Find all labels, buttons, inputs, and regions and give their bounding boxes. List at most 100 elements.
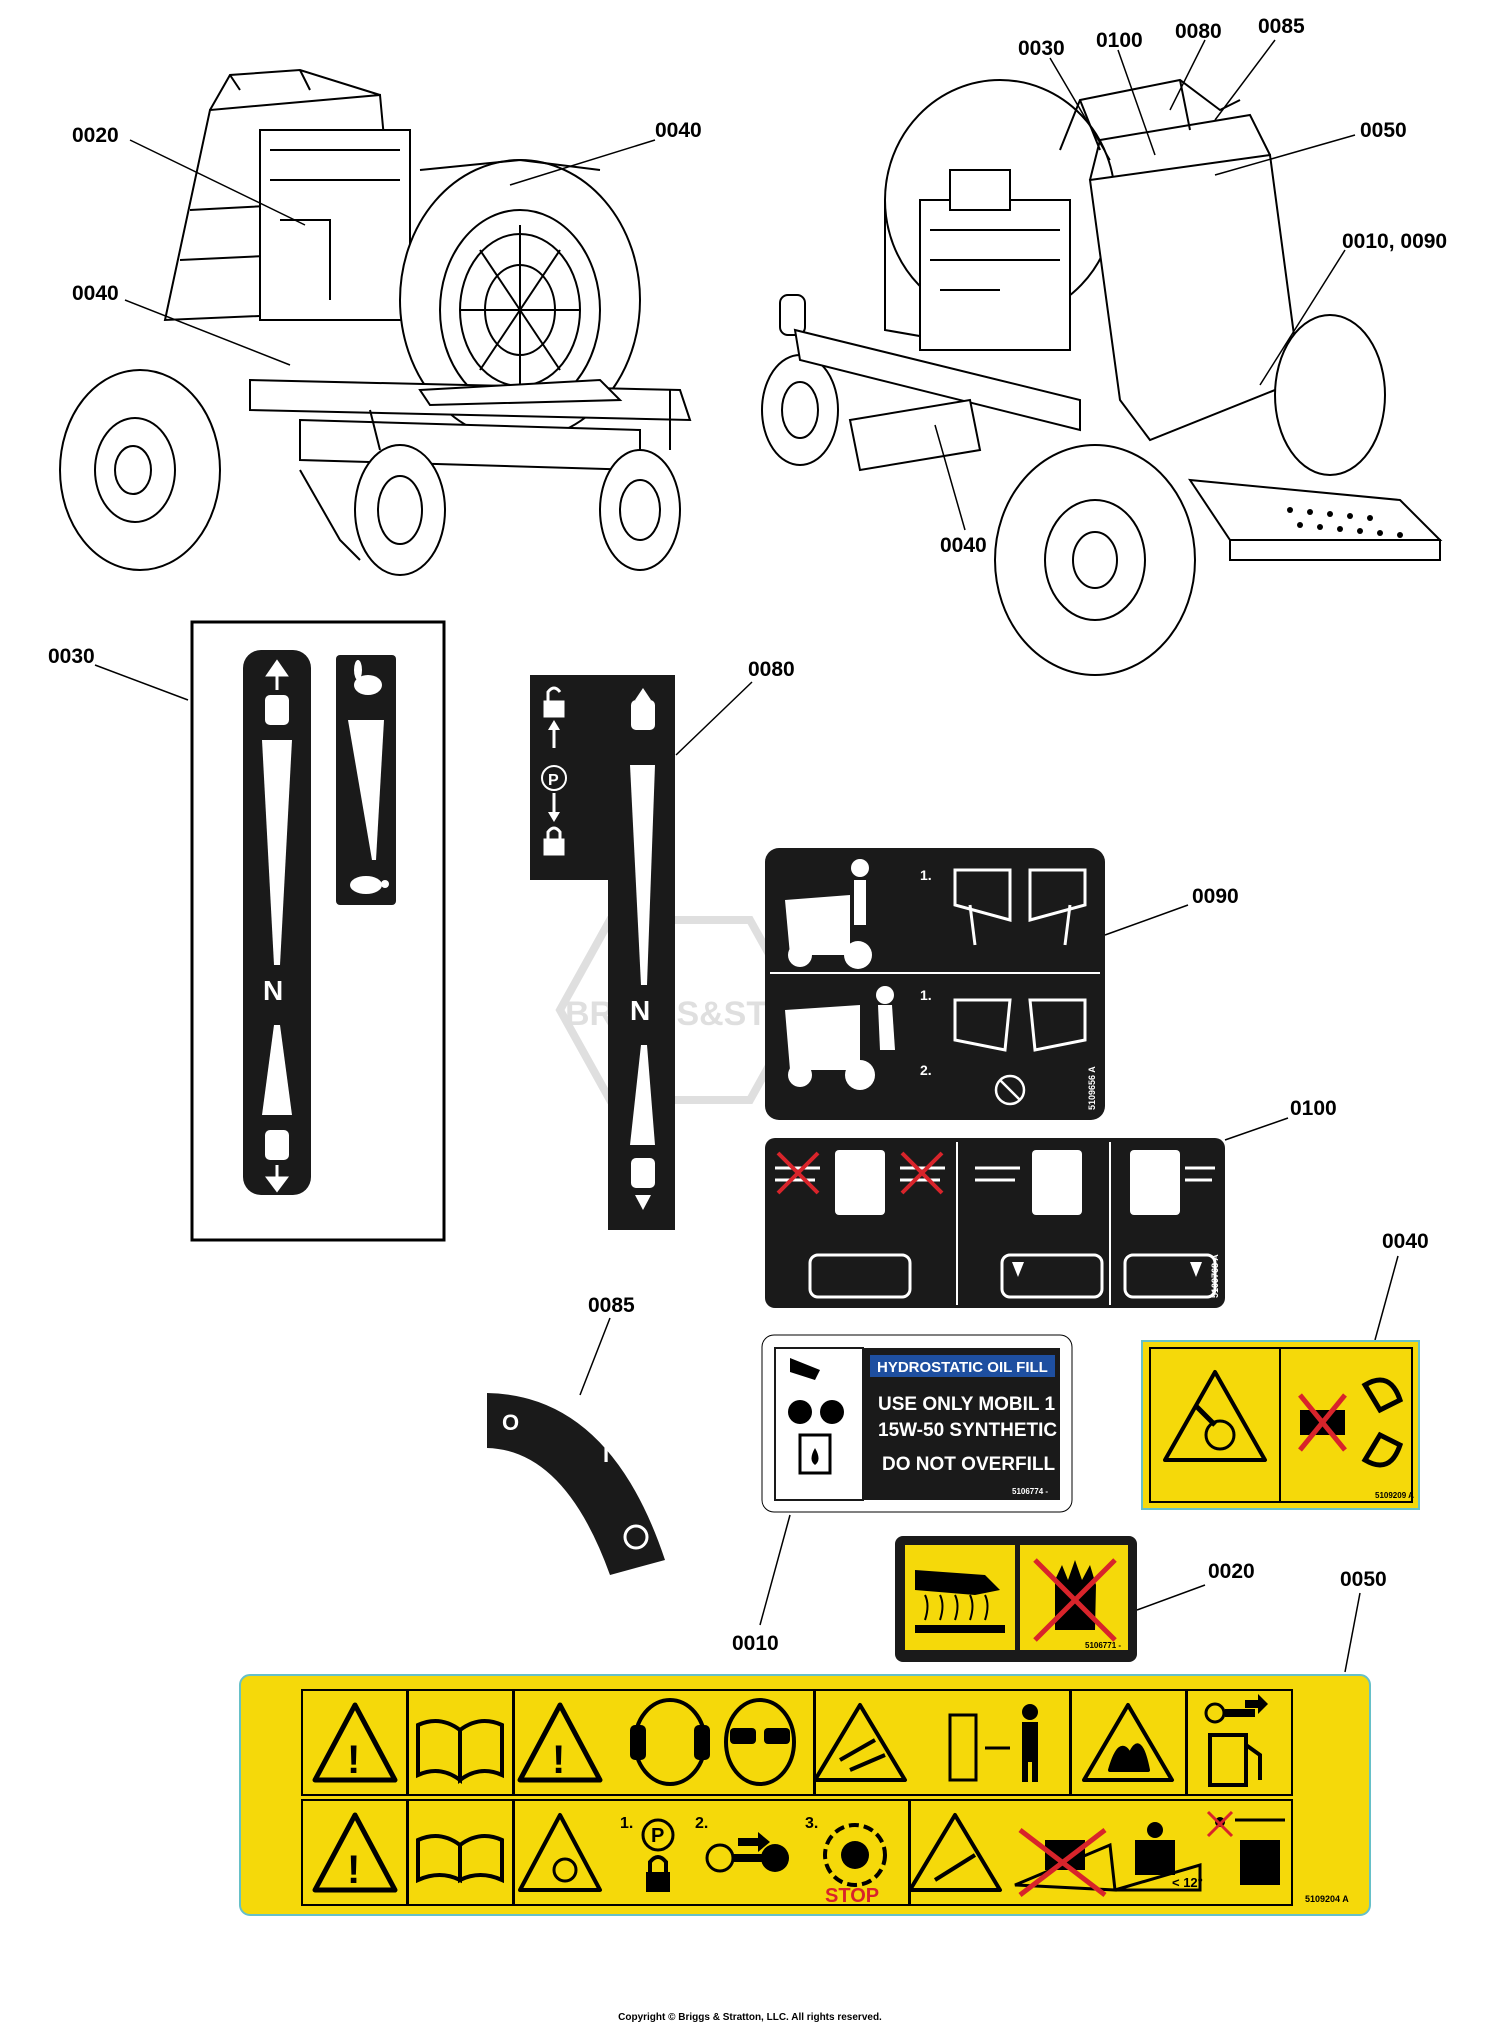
copyright-notice: Copyright © Briggs & Stratton, LLC. All …: [618, 2012, 882, 2023]
d0050-stop-label: STOP: [825, 1885, 879, 1907]
slope-hazard-icon: [908, 1813, 1002, 1892]
decal-0040: 5109209 A: [1141, 1340, 1420, 1510]
callout-0010-decal: 0010: [732, 1632, 779, 1655]
d0090-part-number: 5109656 A: [1087, 1066, 1097, 1110]
d0090-step2-bottom: 2.: [920, 1062, 932, 1078]
remove-key-icon: [705, 1832, 789, 1873]
d0050-step2: 2.: [695, 1815, 708, 1832]
top-leaders: [124, 39, 1356, 531]
wind-arrows-icons: [775, 1166, 1215, 1182]
d0050-angle: < 12°: [1172, 1875, 1203, 1890]
deflector-icons: [808, 1253, 1217, 1299]
leader-0090: [1104, 904, 1189, 936]
parking-letter: P: [548, 772, 559, 789]
machine-rear-view: [761, 78, 1443, 676]
no-bystander-icon: [1206, 1810, 1234, 1838]
thrown-object-icon: [813, 1703, 907, 1782]
leader-0030: [94, 664, 189, 701]
d0090-step1-bottom: 1.: [920, 987, 932, 1003]
parking-lock-icon: [641, 1818, 675, 1892]
callout-0080-decal: 0080: [748, 658, 795, 681]
callout-0085-decal: 0085: [588, 1294, 635, 1317]
fuel-key-icon: [1204, 1694, 1268, 1787]
decal-0080: N P: [530, 675, 675, 1230]
hydro-line3: DO NOT OVERFILL: [882, 1454, 1056, 1475]
lever-neutral-letter: N: [630, 995, 650, 1026]
warning-triangle-icon-1: [312, 1702, 398, 1783]
operator-standing-icon: [785, 859, 872, 969]
callout-0100-decal: 0100: [1290, 1097, 1337, 1120]
leader-0050: [1344, 1592, 1361, 1673]
eye-protection-icon: [724, 1698, 796, 1786]
fan-hazard-icon: [1163, 1370, 1267, 1462]
d0050-step3: 3.: [805, 1815, 818, 1832]
callout-0030-decal: 0030: [48, 645, 95, 668]
decal-0100: 5109768 A: [765, 1138, 1225, 1308]
callout-0100-top: 0100: [1096, 29, 1143, 52]
d0040-part-number: 5109209 A: [1375, 1491, 1414, 1500]
hydro-title: HYDROSTATIC OIL FILL: [877, 1359, 1048, 1376]
oil-fill-icon: [788, 1358, 844, 1475]
start-icon: [623, 1524, 649, 1550]
callout-0090-decal: 0090: [1192, 885, 1239, 908]
warning-triangle-icon-2: [517, 1702, 603, 1783]
callout-0020-top: 0020: [72, 124, 119, 147]
hot-surface-icon: [915, 1570, 1005, 1633]
fan-stop-icon: [823, 1823, 887, 1887]
parking-brake-icon: [541, 765, 567, 791]
leader-0020: [1136, 1584, 1206, 1611]
svg-text:!: !: [552, 1738, 565, 1782]
d0090-step1-top: 1.: [920, 867, 932, 883]
callout-0040-decal: 0040: [1382, 1230, 1429, 1253]
fan-hazard-triangle-icon: [518, 1813, 602, 1892]
max-slope-icon: [1114, 1822, 1202, 1892]
no-parking-brake-icon: [994, 1074, 1026, 1106]
leader-0010: [759, 1514, 791, 1626]
lock-icon: [543, 826, 565, 856]
callout-0040-top-left: 0040: [72, 282, 119, 305]
unlock-icon: [543, 686, 565, 718]
no-slope-operation-icon: [1014, 1828, 1117, 1897]
no-touch-icon: [1033, 1558, 1117, 1642]
turtle-icon: [350, 876, 389, 894]
leader-0100: [1224, 1117, 1289, 1141]
leader-0040: [1374, 1255, 1399, 1341]
leader-0085: [579, 1317, 611, 1396]
d0085-off-symbol: O: [502, 1410, 519, 1435]
platform-holes: [1287, 507, 1403, 538]
hydro-line2: 15W-50 SYNTHETIC: [878, 1420, 1057, 1441]
decal-0085: O I: [487, 1393, 665, 1575]
keep-distance-icon: [948, 1704, 1038, 1782]
svg-text:!: !: [347, 1848, 360, 1892]
ear-protection-icon: [630, 1698, 710, 1786]
callout-0030-top: 0030: [1018, 37, 1065, 60]
callout-0010-0090-top: 0010, 0090: [1342, 230, 1447, 253]
callout-0040-top-right: 0040: [655, 119, 702, 142]
prohibited-x-icons: [776, 1151, 944, 1195]
warning-triangle-icon-3: [312, 1812, 398, 1893]
hydro-line1: USE ONLY MOBIL 1: [878, 1394, 1055, 1415]
d0100-part-number: 5109768 A: [1210, 1254, 1220, 1298]
hydro-part-number: 5106774 -: [1012, 1487, 1048, 1496]
callout-0020-decal: 0020: [1208, 1560, 1255, 1583]
lever-back-icons: [953, 998, 1087, 1052]
decal-0050: ! !: [239, 1674, 1371, 1916]
callout-0080-top: 0080: [1175, 20, 1222, 43]
d0020-part-number: 5106771 -: [1085, 1641, 1121, 1650]
d0050-part-number: 5109204 A: [1305, 1894, 1349, 1904]
d0050-parking-letter: P: [651, 1825, 664, 1847]
callout-0050-decal: 0050: [1340, 1568, 1387, 1591]
rabbit-icon: [354, 660, 382, 695]
leader-0080: [675, 681, 753, 756]
blower-rear-icon: [1235, 1818, 1285, 1885]
decal-0010: HYDROSTATIC OIL FILL USE ONLY MOBIL 1 15…: [761, 1334, 1073, 1513]
machine-front-view: [59, 68, 692, 576]
manual-tools-icon: [416, 1834, 504, 1884]
callout-0040-right-machine: 0040: [940, 534, 987, 557]
d0050-step1: 1.: [620, 1815, 633, 1832]
speed-neutral-letter: N: [263, 975, 283, 1006]
blower-top-view-icons: [835, 1150, 1180, 1215]
decal-0030: N: [190, 620, 446, 1242]
d0085-on-symbol: I: [603, 1442, 609, 1467]
